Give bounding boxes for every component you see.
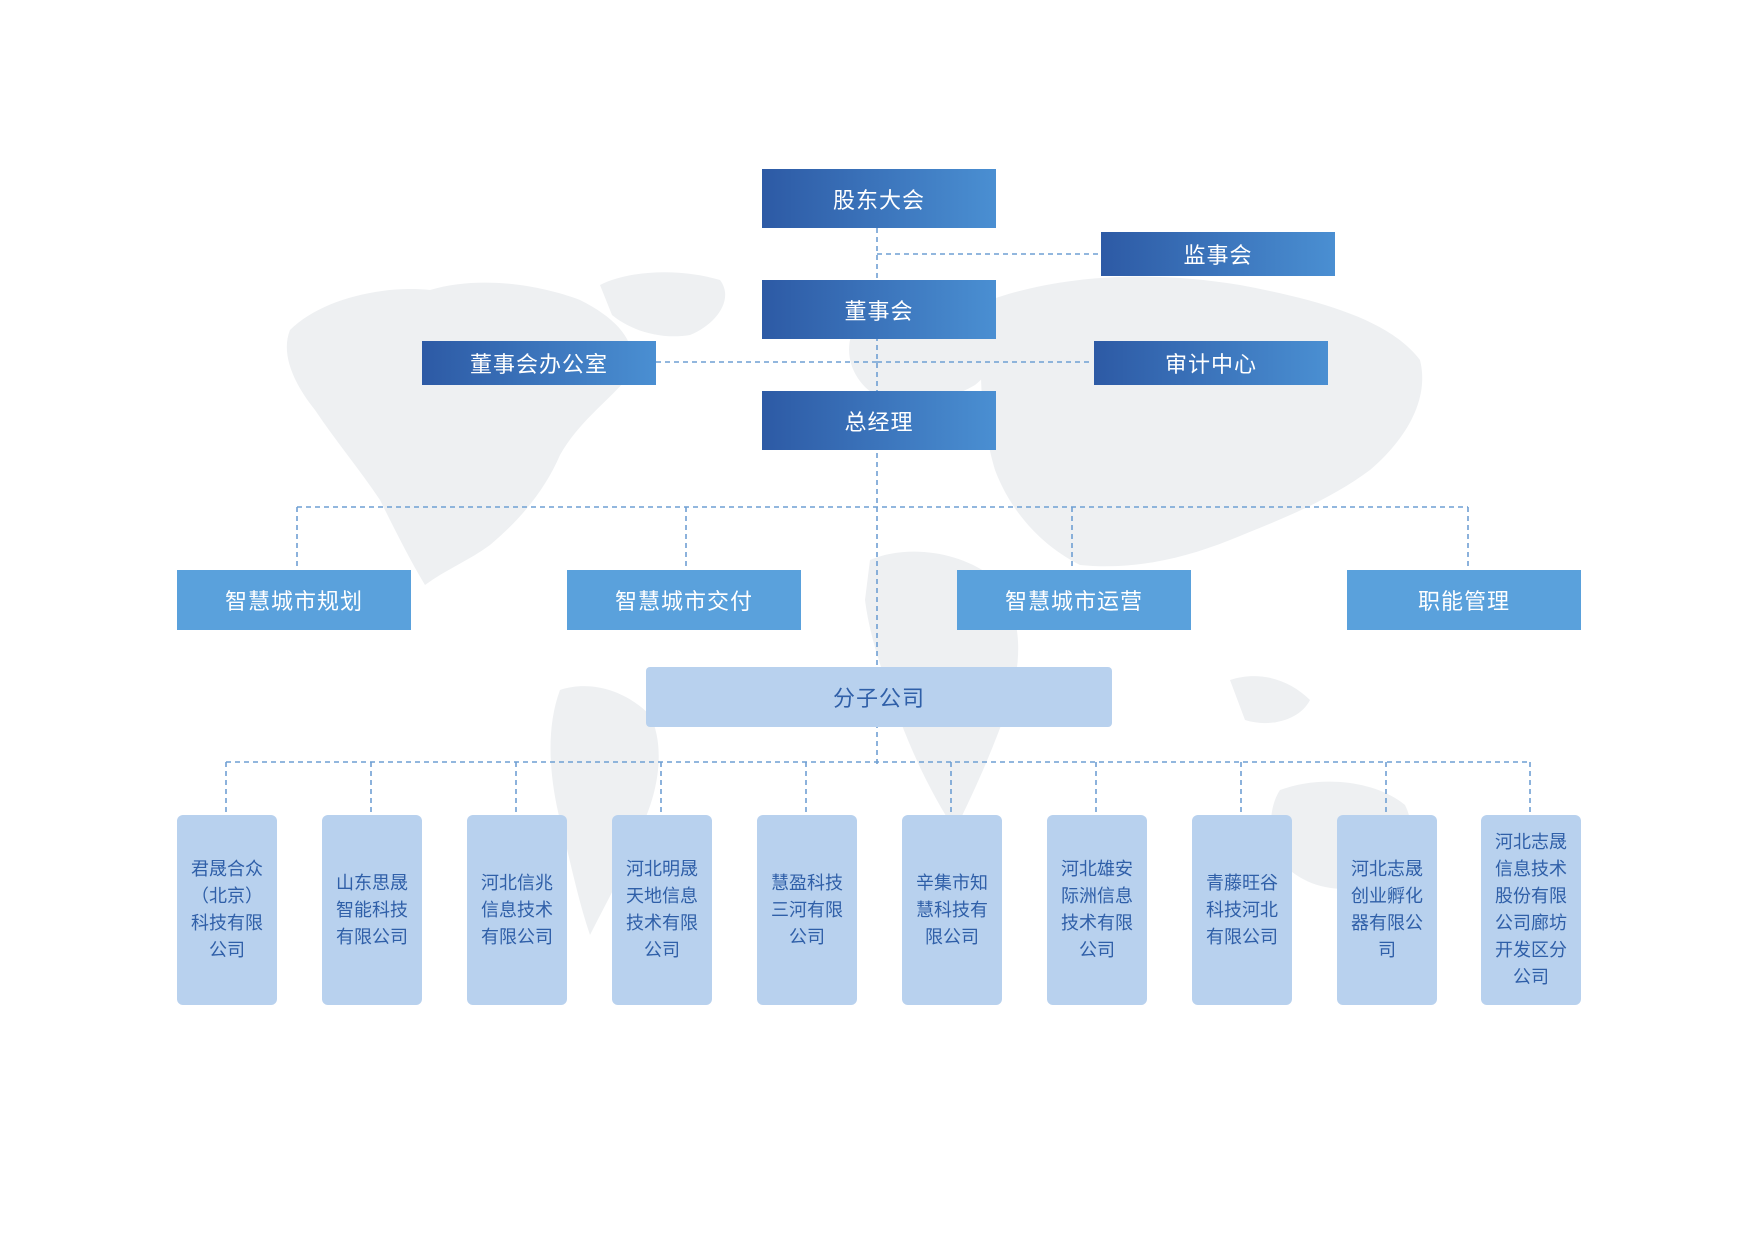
branch-companies-label: 分子公司 bbox=[832, 687, 925, 712]
subsidiary-card: 慧盈科技三河有限公司 bbox=[757, 815, 857, 1005]
subsidiary-label: 河北志晟信息技术股份有限公司廊坊开发区分公司 bbox=[1495, 832, 1567, 988]
branch-companies-box: 分子公司 bbox=[646, 667, 1112, 727]
subsidiary-label: 青藤旺谷科技河北有限公司 bbox=[1206, 872, 1278, 948]
shareholders-meeting-box: 股东大会 bbox=[762, 169, 996, 228]
subsidiary-card: 河北信兆信息技术有限公司 bbox=[467, 815, 567, 1005]
subsidiary-card: 河北志晟信息技术股份有限公司廊坊开发区分公司 bbox=[1481, 815, 1581, 1005]
subsidiary-card: 辛集市知慧科技有限公司 bbox=[902, 815, 1002, 1005]
subsidiary-card: 河北雄安际洲信息技术有限公司 bbox=[1047, 815, 1147, 1005]
subsidiary-label: 慧盈科技三河有限公司 bbox=[771, 872, 843, 948]
general-manager-label: 总经理 bbox=[844, 410, 914, 436]
subsidiary-label: 河北志晟创业孵化器有限公司 bbox=[1351, 859, 1423, 961]
subsidiary-label: 辛集市知慧科技有限公司 bbox=[916, 872, 988, 948]
greenland-shape bbox=[600, 272, 726, 337]
department-functional-management: 职能管理 bbox=[1347, 570, 1581, 630]
general-manager-box: 总经理 bbox=[762, 391, 996, 450]
subsidiary-label: 君晟合众（北京）科技有限公司 bbox=[191, 859, 263, 961]
subsidiary-label: 河北信兆信息技术有限公司 bbox=[481, 872, 553, 948]
subsidiary-label: 河北雄安际洲信息技术有限公司 bbox=[1061, 859, 1133, 961]
department-smart-city-delivery: 智慧城市交付 bbox=[567, 570, 801, 630]
shareholders-meeting-label: 股东大会 bbox=[832, 188, 925, 214]
supervisory-board-label: 监事会 bbox=[1183, 244, 1253, 269]
supervisory-board-box: 监事会 bbox=[1101, 232, 1335, 276]
board-office-label: 董事会办公室 bbox=[469, 353, 608, 378]
audit-center-box: 审计中心 bbox=[1094, 341, 1328, 385]
board-of-directors-label: 董事会 bbox=[844, 299, 914, 325]
board-of-directors-box: 董事会 bbox=[762, 280, 996, 339]
department-smart-city-planning: 智慧城市规划 bbox=[177, 570, 411, 630]
board-office-box: 董事会办公室 bbox=[422, 341, 656, 385]
subsidiary-label: 河北明晟天地信息技术有限公司 bbox=[626, 859, 698, 961]
department-label: 智慧城市规划 bbox=[224, 590, 363, 615]
subsidiary-card: 河北志晟创业孵化器有限公司 bbox=[1337, 815, 1437, 1005]
subsidiary-card: 君晟合众（北京）科技有限公司 bbox=[177, 815, 277, 1005]
audit-center-label: 审计中心 bbox=[1164, 353, 1257, 378]
department-label: 智慧城市运营 bbox=[1004, 590, 1143, 615]
subsidiary-card: 山东思晟智能科技有限公司 bbox=[322, 815, 422, 1005]
subsidiary-label: 山东思晟智能科技有限公司 bbox=[336, 872, 408, 948]
department-label: 智慧城市交付 bbox=[614, 590, 753, 615]
south-america-shape bbox=[550, 686, 659, 935]
department-label: 职能管理 bbox=[1417, 590, 1510, 615]
department-smart-city-operations: 智慧城市运营 bbox=[957, 570, 1191, 630]
subsidiary-card: 河北明晟天地信息技术有限公司 bbox=[612, 815, 712, 1005]
subsidiary-card: 青藤旺谷科技河北有限公司 bbox=[1192, 815, 1292, 1005]
southeast-asia-shape bbox=[1230, 676, 1310, 724]
